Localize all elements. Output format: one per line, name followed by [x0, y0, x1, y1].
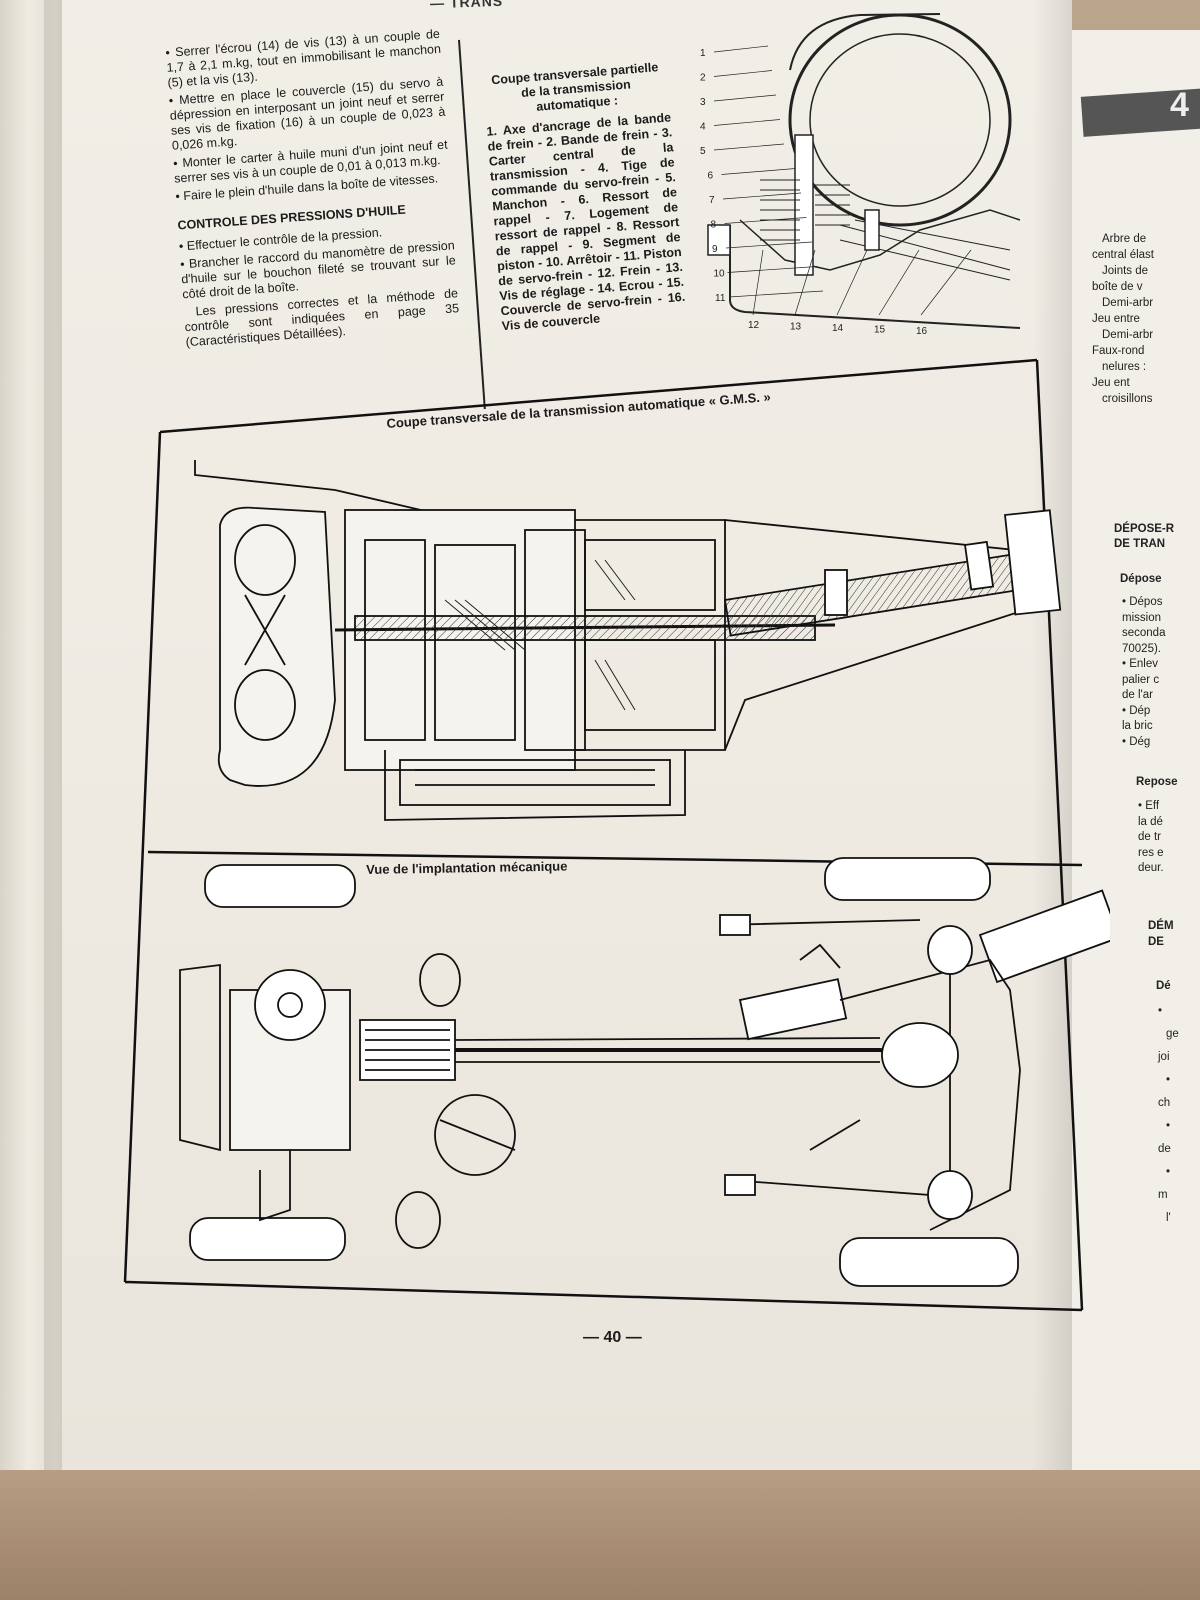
callout-number: 10	[714, 269, 726, 280]
callout-number: 6	[708, 171, 714, 182]
subsection-heading: Dé	[1156, 980, 1171, 992]
text-line: • Eff	[1138, 800, 1160, 812]
left-book-edge	[0, 0, 70, 1480]
section-heading: DÉM	[1148, 920, 1174, 932]
callout-leader	[713, 94, 777, 102]
partial-section-legend: Coupe transversale partielle de la trans…	[482, 59, 687, 334]
spec-line: Faux-rond	[1092, 345, 1145, 357]
callout-number: 5	[700, 146, 706, 157]
callout-number: 2	[700, 73, 706, 84]
subsection-heading: Repose	[1136, 776, 1178, 788]
callout-number: 16	[916, 326, 928, 337]
spec-line: Jeu ent	[1092, 377, 1130, 389]
text-line: res e	[1138, 846, 1164, 859]
text-line: • Dépos	[1122, 596, 1163, 608]
callout-leader	[727, 266, 818, 273]
subsection-heading: Dépose	[1120, 573, 1162, 585]
text-line: ge	[1166, 1028, 1179, 1040]
text-line: de l'ar	[1122, 689, 1153, 701]
text-line: •	[1166, 1074, 1171, 1086]
text-line: •	[1158, 1005, 1163, 1017]
text-line: de tr	[1138, 831, 1162, 843]
callout-number: 13	[790, 322, 802, 333]
text-line: • Enlev	[1122, 658, 1158, 670]
callout-leader	[713, 119, 781, 126]
spec-line: Demi-arbr	[1102, 297, 1154, 309]
page-fold-shadow	[1032, 0, 1072, 1470]
text-line: ch	[1158, 1097, 1171, 1109]
spec-line: Jeu entre	[1092, 313, 1140, 325]
callout-leader	[728, 290, 824, 298]
running-head: — TRANS	[429, 0, 504, 12]
section-heading: DÉPOSE-R	[1114, 523, 1175, 535]
spec-line: Demi-arbr	[1102, 329, 1154, 341]
callout-leader	[721, 168, 796, 175]
text-line: •	[1166, 1120, 1171, 1132]
text-line: 70025).	[1122, 642, 1162, 655]
callout-leader	[713, 143, 785, 151]
callout-number: 3	[700, 97, 706, 108]
callout-number: 9	[712, 244, 718, 255]
left-text-column: • Serrer l'écrou (14) de vis (13) à un c…	[165, 27, 461, 353]
section-heading: DE	[1148, 936, 1164, 948]
callout-leader	[725, 241, 813, 249]
callout-leader	[794, 249, 816, 316]
spec-line: boîte de v	[1092, 281, 1143, 293]
text-line: deur.	[1138, 862, 1164, 874]
callout-leader	[878, 249, 920, 316]
page-number: — 40 —	[583, 1329, 642, 1346]
text-line: mission	[1122, 611, 1161, 624]
text-line: de	[1158, 1143, 1171, 1155]
text-line: •	[1166, 1166, 1171, 1178]
callout-leader	[713, 70, 773, 77]
table-surface	[0, 1470, 1200, 1600]
text-line: • Dép	[1122, 704, 1151, 717]
gms-transmission-drawing	[194, 460, 1062, 821]
spec-line: croisillons	[1102, 393, 1153, 405]
spec-line: nelures :	[1102, 361, 1147, 373]
callout-leader	[722, 192, 802, 200]
callout-number: 12	[748, 320, 760, 331]
text-line: palier c	[1122, 673, 1160, 686]
chassis-layout-drawing	[179, 857, 1110, 1287]
callout-number: 4	[700, 122, 706, 133]
callout-leader	[836, 249, 868, 316]
callout-number: 8	[711, 220, 717, 231]
callout-number: 1	[700, 48, 706, 59]
callout-leader	[920, 249, 972, 316]
callout-leader	[752, 249, 764, 316]
partial-section-legend-text: 1. Axe d'ancrage de la bande de frein - …	[486, 110, 686, 334]
text-line: m	[1158, 1189, 1168, 1201]
callout-leader	[724, 217, 807, 224]
spec-line: Joints de	[1102, 265, 1149, 277]
spec-line: Arbre de	[1102, 233, 1147, 245]
callout-number: 14	[832, 323, 844, 334]
callout-number: 7	[709, 195, 715, 206]
callout-number: 15	[874, 325, 886, 336]
text-line: la dé	[1138, 815, 1163, 828]
text-line: la bric	[1122, 720, 1153, 732]
text-line: joi	[1158, 1051, 1170, 1063]
text-line: l'	[1166, 1212, 1171, 1224]
text-line: • Dég	[1122, 735, 1151, 748]
section-heading: DE TRAN	[1114, 538, 1166, 550]
spec-line: central élast	[1092, 249, 1155, 261]
callout-number: 11	[715, 293, 726, 304]
text-line: seconda	[1122, 627, 1166, 639]
callout-leader	[713, 45, 769, 53]
right-page-tab-label: 4	[1170, 86, 1189, 124]
